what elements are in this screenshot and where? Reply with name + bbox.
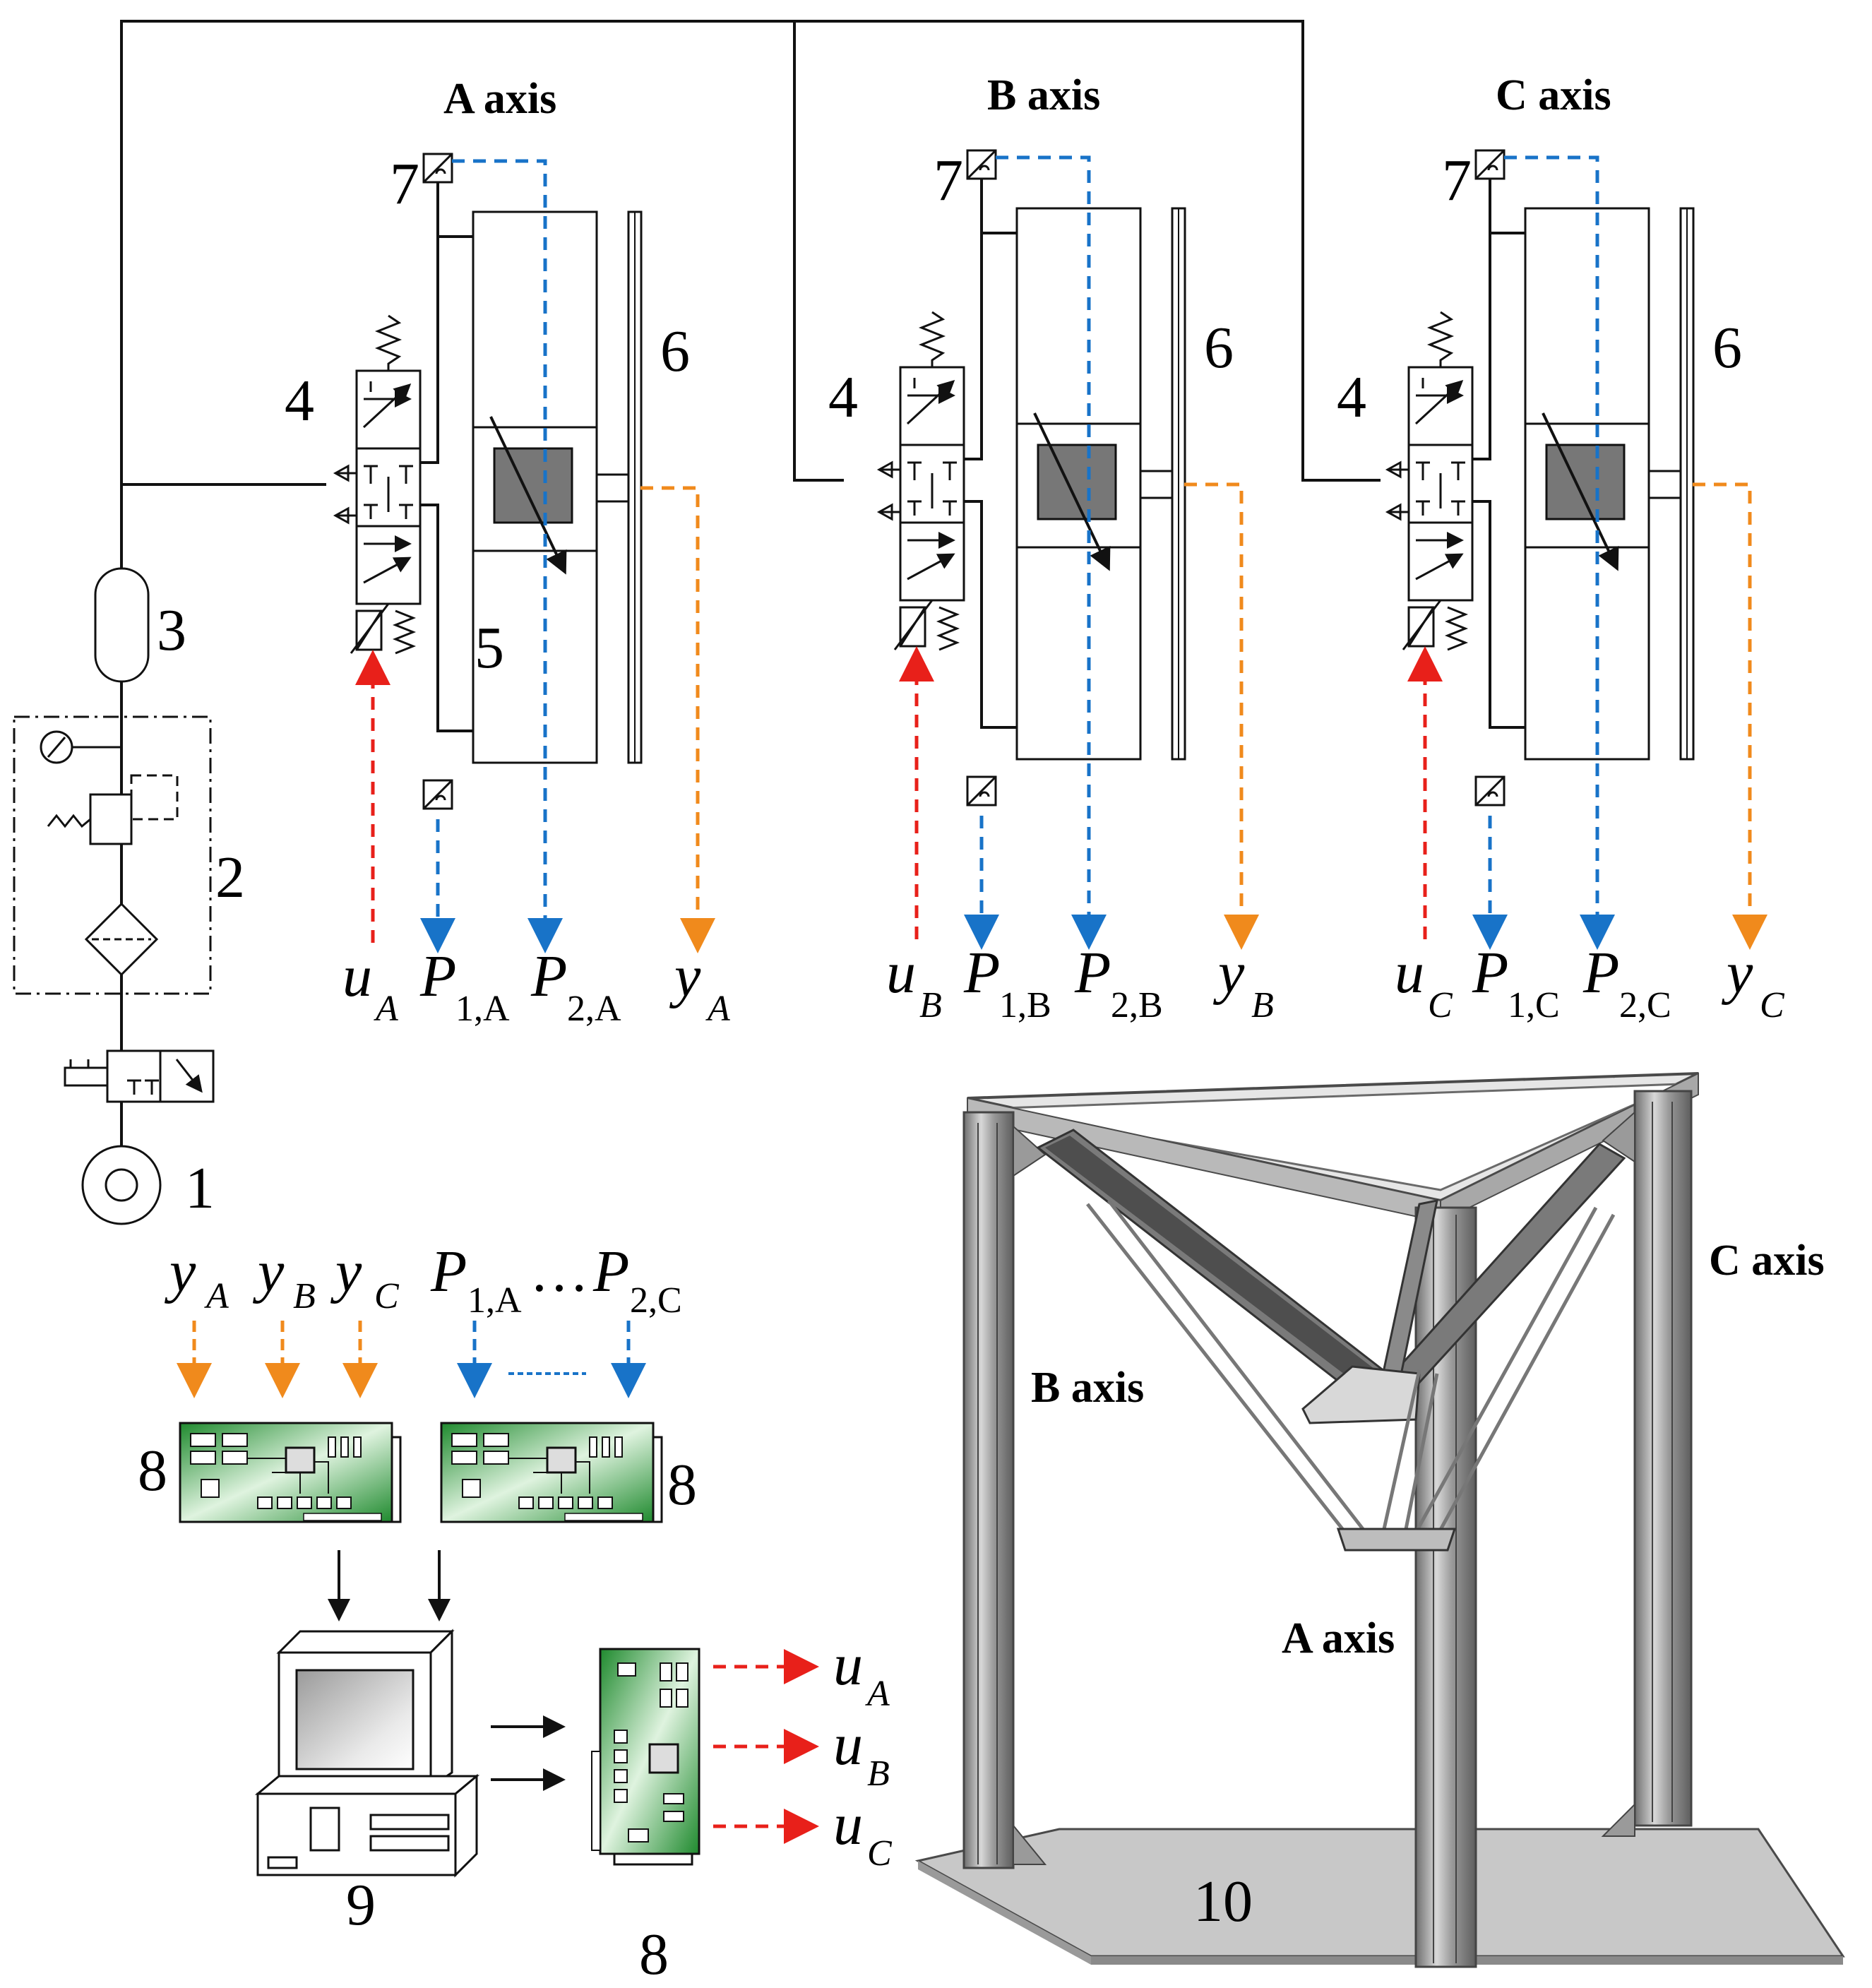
axis-title: B axis — [987, 71, 1100, 119]
robot-label-c: C axis — [1709, 1237, 1825, 1285]
var-u-sub: B — [919, 985, 942, 1025]
daq-yC-sub: C — [374, 1276, 400, 1316]
computer-icon — [254, 1629, 480, 1878]
daq-board-left — [179, 1422, 402, 1523]
var-u: u — [342, 944, 372, 1009]
pressure-sensor-icon — [1474, 775, 1506, 806]
piston — [1037, 444, 1117, 520]
output-var-sub: C — [867, 1833, 893, 1874]
robot-base-label: 10 — [1193, 1869, 1253, 1934]
air-tank — [94, 567, 150, 683]
var-y-sub: C — [1760, 985, 1785, 1025]
daq-ellipsis: … — [530, 1239, 589, 1304]
piston — [493, 447, 573, 524]
pressure-sensor-icon — [1474, 149, 1506, 180]
air-preparation-unit — [13, 715, 212, 995]
daq-yB: y — [252, 1239, 285, 1304]
daq-yC: y — [330, 1239, 362, 1304]
label-6: 6 — [1204, 315, 1234, 381]
proportional-valve — [879, 312, 964, 650]
output-var-sub: A — [865, 1674, 890, 1714]
var-y: y — [669, 944, 701, 1009]
daq-yA: y — [164, 1239, 196, 1304]
daq-p-last-sub: 2,C — [630, 1280, 682, 1321]
output-var-sub: B — [867, 1754, 890, 1794]
var-p1-sub: 1,B — [999, 985, 1051, 1025]
label-4: 4 — [828, 364, 858, 430]
label-5: 5 — [475, 615, 504, 681]
var-y: y — [1212, 940, 1245, 1006]
daq-board-right — [440, 1422, 663, 1523]
supply-label-1: 1 — [185, 1155, 215, 1221]
var-u-sub: A — [374, 989, 398, 1029]
daq-board-output-label: 8 — [639, 1922, 669, 1987]
var-p1: P — [963, 940, 1000, 1006]
output-var: u — [833, 1632, 863, 1698]
var-p2-sub: 2,A — [567, 989, 621, 1029]
var-y-sub: B — [1251, 985, 1274, 1025]
var-p2: P — [1074, 940, 1111, 1006]
output-var: u — [833, 1712, 863, 1778]
daq-board-icon — [179, 1422, 402, 1523]
var-p2-sub: 2,B — [1111, 985, 1163, 1025]
daq-board-left-label: 8 — [138, 1438, 167, 1504]
label-6: 6 — [1712, 315, 1742, 381]
piston — [1545, 444, 1626, 520]
computer-label: 9 — [346, 1872, 376, 1938]
daq-board-icon — [440, 1422, 663, 1523]
axis-title: C axis — [1496, 71, 1611, 119]
label-4: 4 — [285, 368, 314, 434]
var-p2-sub: 2,C — [1619, 985, 1671, 1025]
output-var: u — [833, 1792, 863, 1857]
daq-p-first: P — [430, 1239, 467, 1304]
daq-yA-sub: A — [204, 1276, 229, 1316]
label-7: 7 — [390, 151, 419, 217]
daq-inputs: y A y B y C P 1,A … P 2,C — [164, 1239, 682, 1398]
compressor — [81, 1145, 162, 1225]
proportional-valve — [1388, 312, 1472, 650]
var-p1: P — [419, 944, 456, 1009]
axis-title: A axis — [443, 75, 556, 123]
var-u-sub: C — [1428, 985, 1453, 1025]
supply-label-2: 2 — [215, 845, 245, 910]
daq-p-first-sub: 1,A — [467, 1280, 522, 1321]
daq-board-right-label: 8 — [667, 1452, 697, 1518]
var-u: u — [1395, 940, 1424, 1006]
filter-icon — [84, 902, 159, 977]
var-p1: P — [1472, 940, 1508, 1006]
var-p1-sub: 1,A — [455, 989, 510, 1029]
label-4: 4 — [1337, 364, 1366, 430]
label-6: 6 — [660, 319, 690, 384]
var-p2: P — [1582, 940, 1619, 1006]
supply-label-3: 3 — [157, 597, 186, 663]
supply-air-lines — [120, 20, 1381, 1172]
pressure-sensor-icon — [966, 149, 997, 180]
pressure-sensor-icon — [966, 775, 997, 806]
robot-label-b: B axis — [1031, 1364, 1144, 1412]
pressure-sensor-icon — [422, 153, 453, 184]
daq-yB-sub: B — [293, 1276, 316, 1316]
label-7: 7 — [1442, 148, 1472, 213]
var-y: y — [1721, 940, 1753, 1006]
daq-p-last: P — [592, 1239, 629, 1304]
robot-label-a: A axis — [1282, 1614, 1395, 1662]
var-p2: P — [530, 944, 567, 1009]
var-p1-sub: 1,C — [1508, 985, 1560, 1025]
pressure-sensor-icon — [422, 779, 453, 810]
delta-robot-render — [914, 1072, 1845, 1968]
var-u: u — [886, 940, 916, 1006]
daq-board-output — [591, 1648, 700, 1866]
label-7: 7 — [934, 148, 963, 213]
var-y-sub: A — [705, 989, 730, 1029]
proportional-valve — [335, 316, 420, 653]
shutoff-valve — [64, 1049, 215, 1103]
